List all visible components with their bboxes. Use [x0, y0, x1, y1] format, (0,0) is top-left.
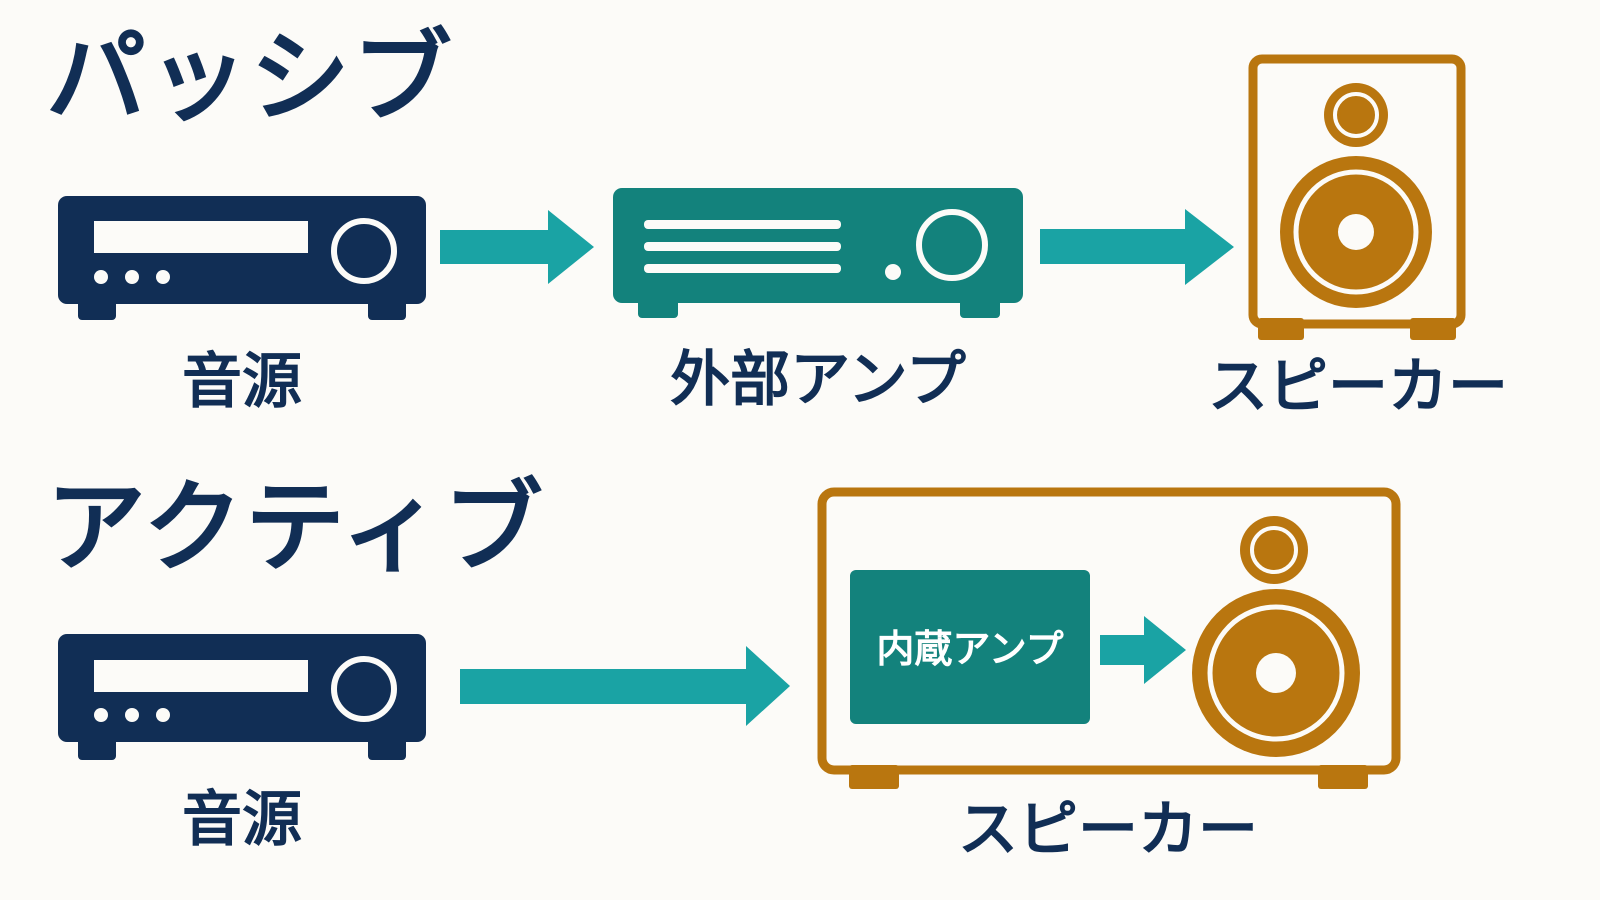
builtin-amp-label: 内蔵アンプ	[876, 627, 1063, 671]
passive-source-label: 音源	[182, 347, 302, 417]
passive-speaker-label: スピーカー	[1208, 352, 1508, 422]
active-speaker-driver-icon	[1192, 516, 1360, 757]
external-amp-label: 外部アンプ	[670, 345, 966, 415]
passive-speaker-icon	[1248, 54, 1466, 340]
passive-section-title: パッシブ	[46, 19, 454, 136]
passive-arrow-to-speaker-icon	[1040, 209, 1234, 285]
active-speaker-label: スピーカー	[958, 795, 1258, 865]
builtin-amp-box: 内蔵アンプ	[850, 570, 1090, 724]
active-source-device-icon	[58, 634, 426, 760]
passive-source-device-icon	[58, 196, 426, 320]
external-amp-icon	[613, 188, 1023, 318]
passive-arrow-to-amp-icon	[440, 210, 594, 284]
active-source-label: 音源	[182, 785, 302, 855]
active-arrow-to-speaker-icon	[460, 646, 790, 726]
builtin-amp-arrow-icon	[1100, 616, 1186, 684]
active-section-title: アクティブ	[46, 469, 545, 586]
active-speaker-cabinet-icon	[817, 487, 1401, 789]
